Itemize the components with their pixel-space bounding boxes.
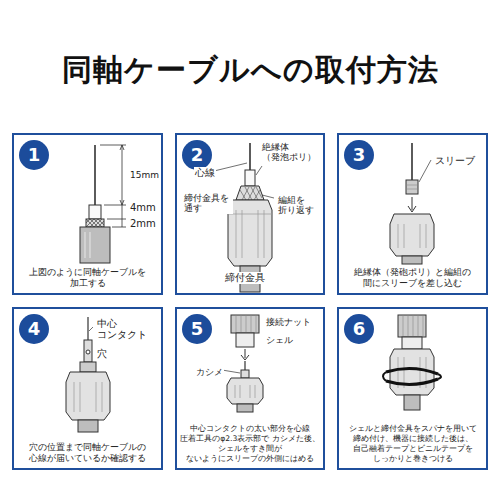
step-panel: 6 シェルと締付金具をスパナを用いて 締め付け、機器に接続した後は、 自己融着テー… [337,307,488,470]
tape-wrap [386,368,438,374]
step-panel: 5 中心コンタクトの太い部分を心線 圧着工具のφ2.3表示部で カシメた後、シェル… [175,307,325,470]
crimp-shell [222,315,263,412]
insulation [89,205,101,219]
step-number: 4 [28,320,41,338]
stripped-cable [80,145,110,263]
part-label: 締付金具を 通す [183,193,233,214]
part-label: 穴 [96,349,108,360]
insert-arrow [412,197,413,210]
leader-line [419,160,431,182]
part-label: 2mm [129,218,157,230]
step-caption: 中心コンタクトの太い部分を心線 圧着工具のφ2.3表示部で カシメた後、シェルを… [180,424,320,464]
center-wire [94,145,96,205]
part-label: 心線 [194,167,216,179]
shell [236,333,254,347]
braid-hatch [86,219,104,227]
part-label: スリーブ [434,155,476,167]
contact-hole [86,350,90,354]
part-label: 編組を 折り返す [277,195,319,216]
center-wire [411,143,413,180]
cable-jacket [404,395,420,410]
part-label: シェル [265,335,294,345]
step-panel: 3 絶縁体（発砲ポリ）と編組の 間にスリーブを差し込む スリーブ [337,133,488,295]
braid [86,219,104,227]
insulation [245,170,255,186]
crimp-part [241,370,249,378]
folded-braid [236,186,264,200]
cable-jacket [80,227,110,263]
leader-line [222,370,240,373]
step-panel: 1 上図のように同軸ケーブルを 加工する 15mm 4mm 2mm [12,133,163,295]
sleeve-insertion [390,143,434,264]
step-number: 3 [353,146,366,164]
dimension-lines [100,145,126,227]
step-panel: 4 穴の位置まで同軸ケーブルの 心線が届いているか確認する 中心 コンタクト穴 [12,307,163,470]
taped-assembly [383,315,441,410]
part-label: 中心 コンタクト [96,319,149,341]
step-caption: 絶縁体（発砲ポリ）と編組の 間にスリーブを差し込む [342,267,483,289]
cable-jacket [237,404,253,412]
contact-pin [87,317,88,340]
center-contact [84,340,92,362]
step-number: 1 [28,146,41,164]
clamp-fitting [228,200,272,266]
step-badge: 2 [182,140,212,170]
step-number: 6 [353,320,366,338]
clamp-fitting [227,378,263,404]
page-title: 同軸ケーブルへの取付方法 [0,50,500,91]
part-label: 4mm [129,202,157,214]
cable-jacket [402,256,422,264]
part-label: 絶縁体 （発泡ポリ） [261,143,317,163]
clamp-fitting [66,372,110,420]
fitting-assembly [228,143,272,292]
part-label: 15mm [129,170,160,180]
clamp-fitting [390,214,434,256]
step-number: 5 [191,320,204,338]
step-badge: 1 [19,140,49,170]
sleeve [406,180,418,194]
part-label: カシメ [195,367,224,377]
part-label: 接続ナット [265,317,312,327]
step-badge: 5 [182,314,212,344]
step-number: 2 [191,146,204,164]
step-badge: 3 [344,140,374,170]
step-caption: 穴の位置まで同軸ケーブルの 心線が届いているか確認する [17,442,158,464]
step-badge: 6 [344,314,374,344]
connection-nut [231,315,259,333]
step-panel: 2 心線 絶縁体 （発泡ポリ） 締付金具を 通す 編組を 折り返す締付金具 [175,133,325,295]
part-label: 締付金具 [224,272,266,284]
shell [402,337,422,349]
step-caption: シェルと締付金具をスパナを用いて 締め付け、機器に接続した後は、 自己融着テープ… [342,424,483,464]
step-badge: 4 [19,314,49,344]
center-wire [249,143,251,170]
step-caption: 上図のように同軸ケーブルを 加工する [17,267,158,289]
sleeve [80,362,96,372]
cable-jacket [78,420,98,432]
connection-nut [398,315,426,337]
jacket-shine [85,232,90,258]
